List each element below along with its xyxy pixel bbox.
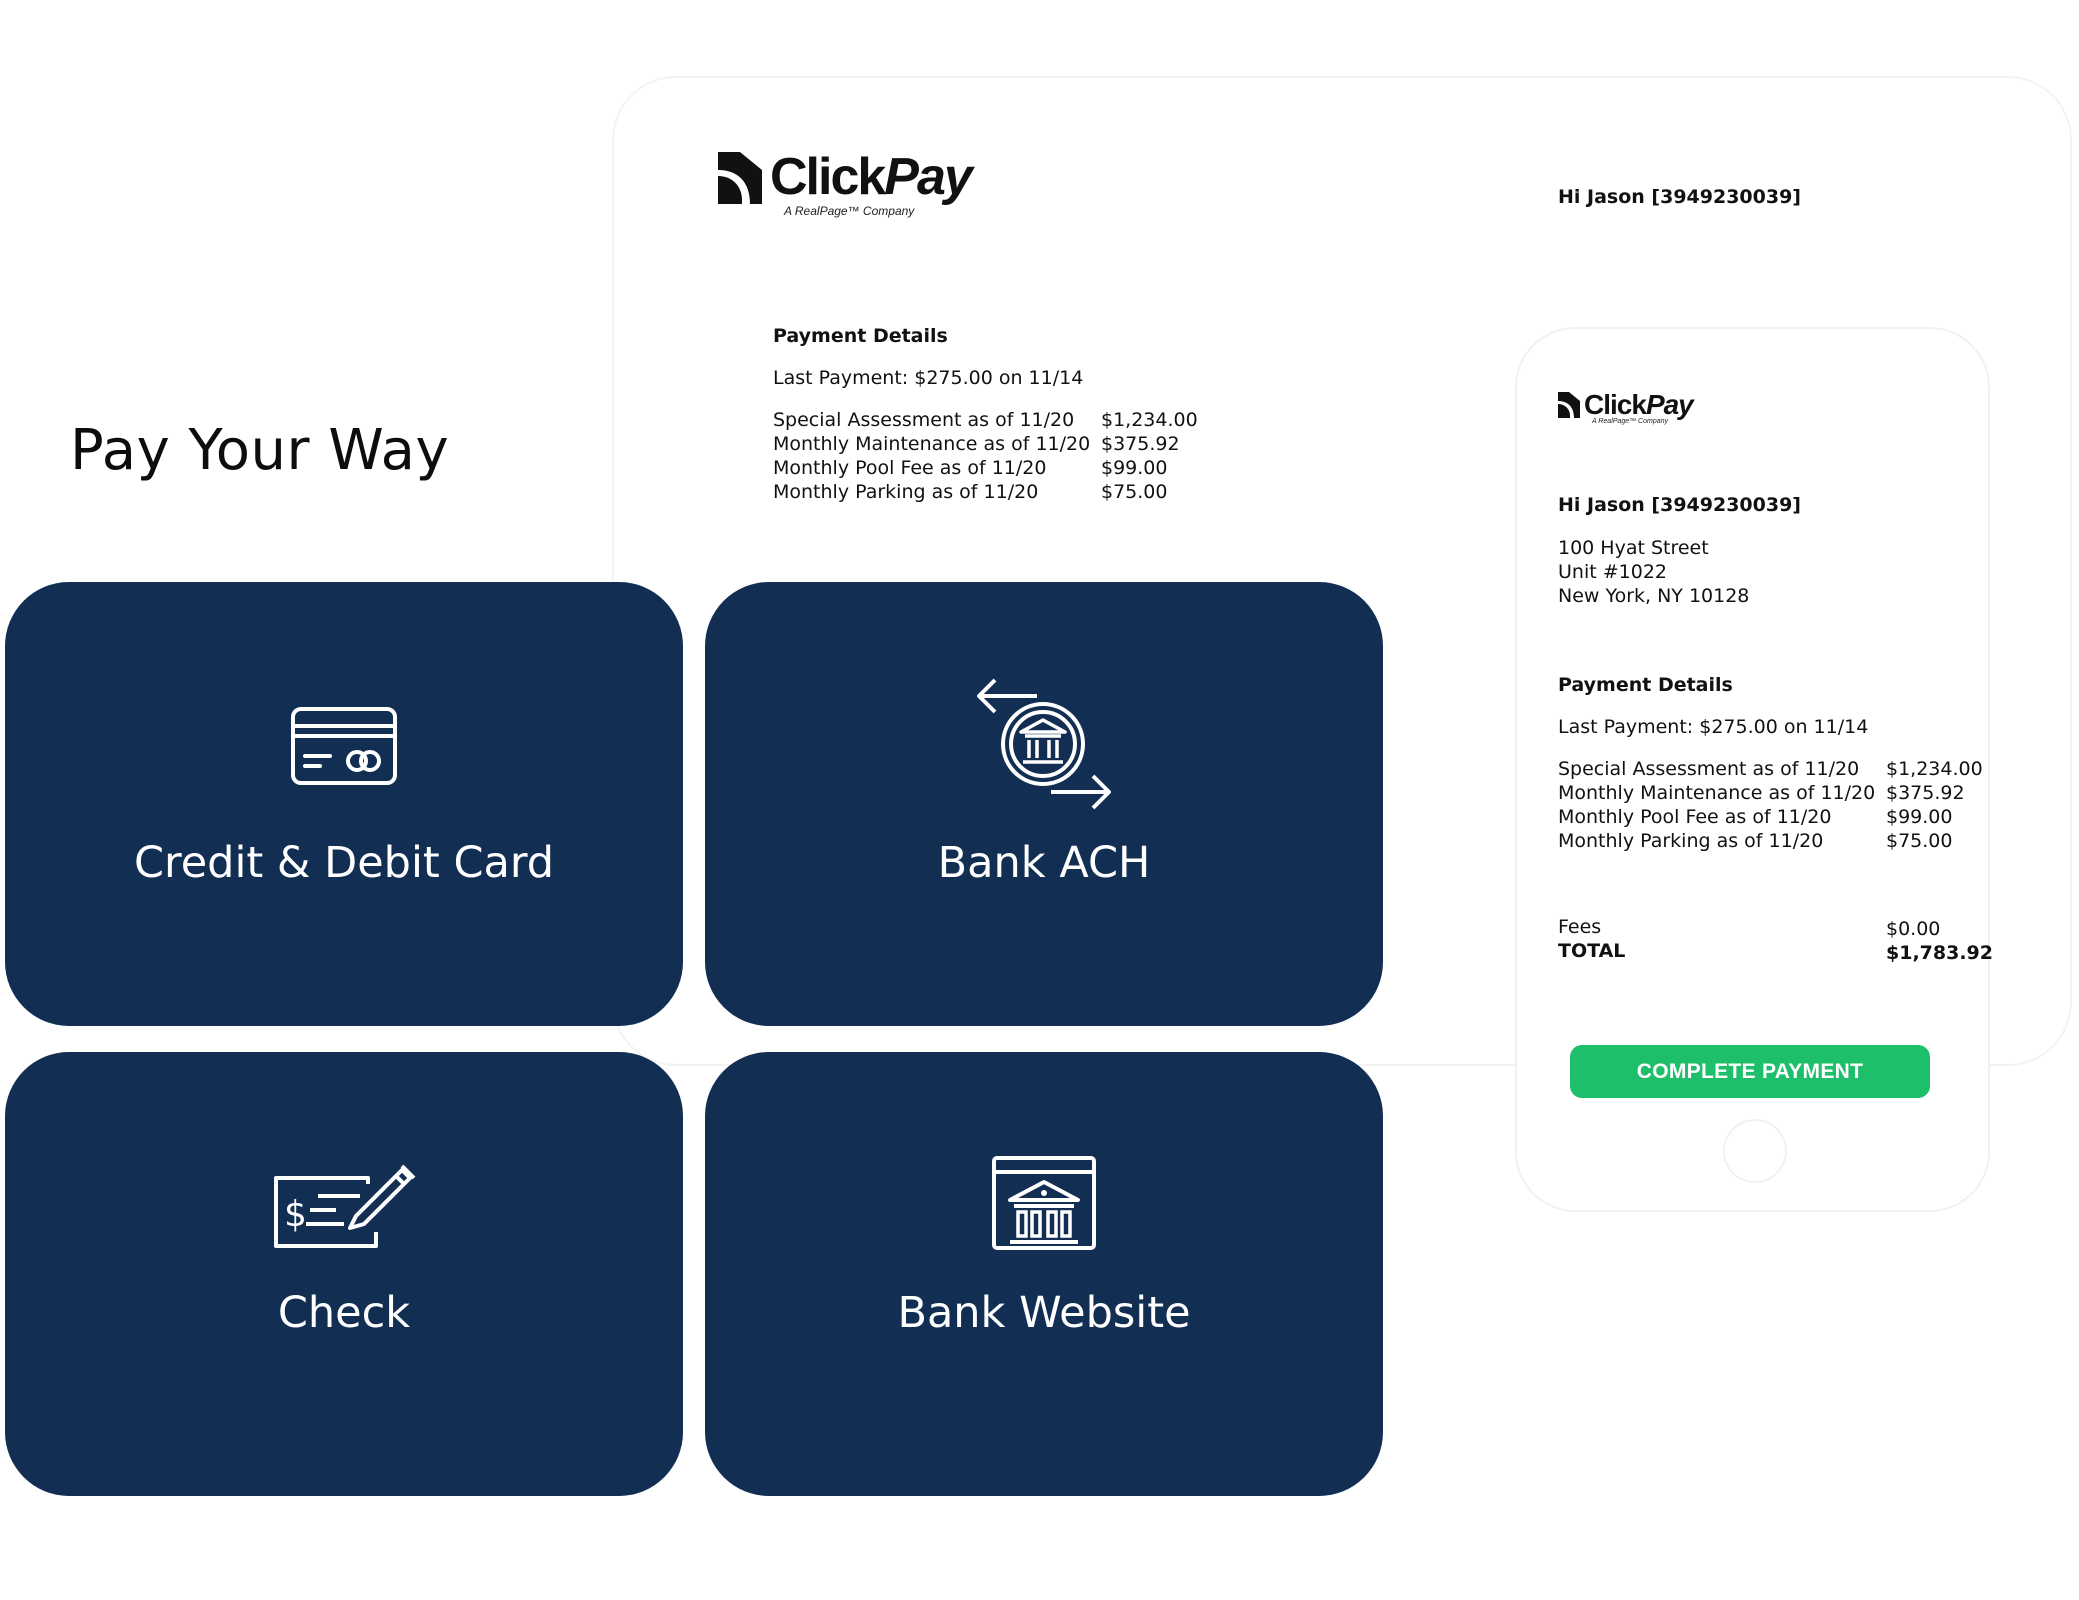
logo-tagline: A RealPage™ Company [1592,418,1669,425]
line-item-label: Monthly Pool Fee as of 11/20 [773,457,1047,479]
bank-website-icon [992,1156,1096,1250]
logo-wordmark-pay: Pay [884,148,973,206]
line-item-label: Special Assessment as of 11/20 [1558,758,1860,780]
logo-wordmark-click: Click [770,148,886,206]
address-line: New York, NY 10128 [1558,585,1750,607]
payment-method-label: Check [277,1288,411,1338]
logo-wordmark-pay: Pay [1645,389,1694,420]
credit-card-icon [291,707,397,785]
line-item-label: Monthly Parking as of 11/20 [773,481,1039,503]
desktop-item-amounts: $1,234.00 $375.92 $99.00 $75.00 [1101,408,1198,504]
line-item-label: Monthly Maintenance as of 11/20 [1558,782,1876,804]
payment-method-label: Bank ACH [937,838,1151,888]
payment-method-label: Bank Website [897,1288,1191,1338]
clickpay-logo: ClickPay A RealPage™ Company [718,151,973,218]
phone-address: 100 Hyat Street Unit #1022 New York, NY … [1558,536,1749,608]
phone-greeting: Hi Jason [3949230039] [1558,494,1801,516]
line-item-label: Special Assessment as of 11/20 [773,409,1075,431]
line-item-amount: $75.00 [1886,830,1953,852]
logo-wordmark-click: Click [1584,389,1647,420]
bank-transfer-icon [977,678,1111,810]
phone-fees-amounts: $0.00 $1,783.92 [1886,917,1993,965]
phone-item-amounts: $1,234.00 $375.92 $99.00 $75.00 [1886,757,1983,853]
payment-method-bank-website[interactable]: Bank Website [705,1052,1383,1496]
clickpay-logo-mark-icon [1558,392,1580,418]
address-line: 100 Hyat Street [1558,537,1709,559]
fees-label: Fees [1558,916,1602,938]
address-line: Unit #1022 [1558,561,1667,583]
payment-method-label: Credit & Debit Card [133,838,555,888]
phone-home-button [1723,1119,1787,1183]
line-item-amount: $1,234.00 [1886,758,1983,780]
phone-last-payment: Last Payment: $275.00 on 11/14 [1558,716,1869,738]
line-item-amount: $99.00 [1101,457,1168,479]
svg-text:$: $ [284,1194,307,1235]
total-amount: $1,783.92 [1886,942,1993,964]
phone-item-labels: Special Assessment as of 11/20 Monthly M… [1558,757,1875,853]
phone-clickpay-logo: ClickPay A RealPage™ Company [1558,389,1694,425]
line-item-label: Monthly Maintenance as of 11/20 [773,433,1091,455]
line-item-label: Monthly Pool Fee as of 11/20 [1558,806,1832,828]
payment-method-credit-debit-card[interactable]: Credit & Debit Card [5,582,683,1026]
clickpay-logo-mark-icon [718,152,762,204]
complete-payment-button[interactable]: COMPLETE PAYMENT [1570,1045,1930,1098]
desktop-last-payment: Last Payment: $275.00 on 11/14 [773,367,1084,389]
total-label: TOTAL [1558,940,1626,962]
payment-method-check[interactable]: $ Check [5,1052,683,1496]
line-item-amount: $375.92 [1101,433,1180,455]
line-item-amount: $99.00 [1886,806,1953,828]
line-item-amount: $75.00 [1101,481,1168,503]
line-item-amount: $1,234.00 [1101,409,1198,431]
page-title: Pay Your Way [70,418,450,483]
payment-method-bank-ach[interactable]: Bank ACH [705,582,1383,1026]
desktop-payment-details-title: Payment Details [773,325,948,347]
check-icon: $ [274,1164,416,1248]
line-item-amount: $375.92 [1886,782,1965,804]
desktop-greeting: Hi Jason [3949230039] [1558,186,1801,208]
logo-tagline: A RealPage™ Company [784,204,915,218]
desktop-item-labels: Special Assessment as of 11/20 Monthly M… [773,408,1090,504]
line-item-label: Monthly Parking as of 11/20 [1558,830,1824,852]
fees-amount: $0.00 [1886,918,1941,940]
phone-payment-details-title: Payment Details [1558,674,1733,696]
phone-fees-labels: Fees TOTAL [1558,915,1625,963]
